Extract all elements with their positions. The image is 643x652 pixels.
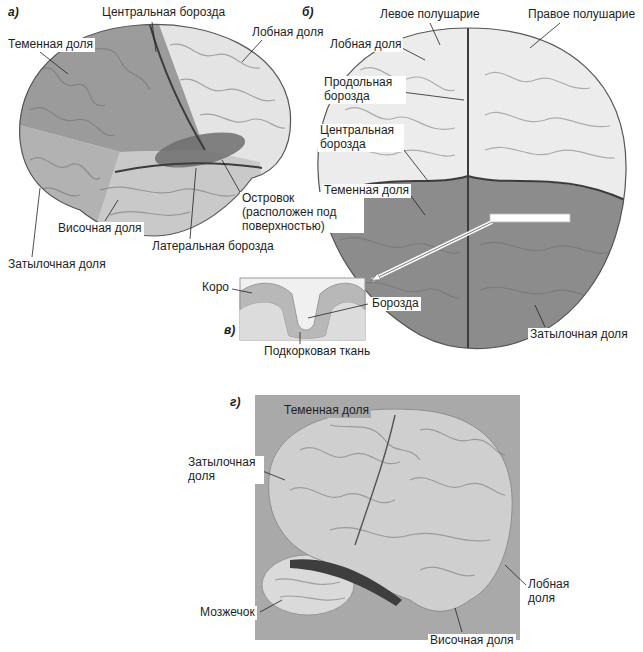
part-label: Продольная борозда (322, 76, 406, 104)
illustration-part (275, 579, 340, 584)
illustration-part (505, 565, 526, 585)
illustration-part (360, 282, 460, 298)
illustration-part (535, 305, 545, 327)
part-label: Латеральная борозда (150, 240, 276, 254)
leader-lines-c (232, 289, 368, 344)
illustration-part (30, 158, 100, 180)
illustration-part (232, 289, 252, 293)
illustration-part (280, 596, 345, 600)
illustration-part (290, 488, 395, 503)
photo-brain (262, 409, 512, 615)
illustration-part (485, 112, 610, 126)
illustration-part (190, 168, 196, 239)
part-label: Лобная доля (328, 38, 403, 52)
illustration-part (315, 176, 625, 200)
illustration-part (420, 567, 475, 576)
part-label: Височная доля (56, 222, 144, 236)
part-label: Лобная доля (526, 578, 582, 606)
illustration-part (467, 28, 469, 350)
illustration-part (180, 79, 275, 101)
part-label: Борозда (370, 297, 421, 311)
illustration-part (100, 187, 235, 196)
part-label: Центральная борозда (318, 124, 404, 152)
illustration-part (402, 48, 425, 60)
part-label: Центральная борозда (100, 6, 227, 20)
illustration-part (30, 44, 285, 215)
part-label: Лобная доля (250, 26, 325, 40)
part-label: Коро (200, 281, 231, 295)
panel-letter: а) (6, 6, 21, 20)
illustration-part (355, 415, 395, 545)
illustration-part (330, 528, 490, 541)
part-label: Височная доля (428, 634, 516, 648)
illustration-part (115, 163, 262, 172)
illustration-part (308, 304, 368, 318)
part-label: Теменная доля (322, 184, 411, 198)
illustration-part (372, 222, 492, 280)
illustration-part (152, 126, 248, 174)
panel-letter: в) (222, 324, 237, 338)
illustration-part (105, 200, 118, 221)
illustration-part (152, 22, 156, 52)
illustration-part (275, 425, 505, 600)
illustration-part (410, 478, 505, 495)
illustration-part (200, 114, 285, 128)
illustration-part (269, 409, 513, 611)
part-label: Теменная доля (282, 404, 371, 418)
part-label: Теменная доля (6, 38, 95, 52)
illustration-part (330, 425, 420, 460)
leader-lines-d (260, 470, 526, 632)
illustration-part (240, 303, 365, 341)
photo-ground (255, 395, 520, 640)
illustration-part (485, 72, 590, 88)
part-label: Подкорковая ткань (262, 345, 372, 359)
illustration-part (260, 600, 282, 612)
panel-letter: б) (300, 6, 315, 20)
part-label: Затылочная доля (186, 456, 264, 484)
part-label: Островок (расположен под поверхностью) (240, 192, 364, 233)
illustration-part (490, 214, 570, 222)
illustration-part (110, 212, 190, 216)
part-label: Затылочная доля (528, 328, 630, 342)
illustration-part (32, 188, 40, 257)
illustration-part (480, 242, 612, 253)
leader-lines-a (32, 22, 262, 257)
leader-lines-b (400, 23, 560, 327)
illustration-part (242, 40, 262, 62)
illustration-part (150, 25, 205, 150)
part-label: Затылочная доля (6, 258, 108, 272)
panel-letter: г) (228, 396, 242, 410)
illustration-part (420, 429, 505, 455)
illustration-part (530, 23, 560, 48)
part-label: Левое полушарие (378, 8, 482, 22)
illustration-part (30, 108, 115, 136)
illustration-part (40, 68, 105, 106)
illustration-part (485, 147, 615, 158)
illustration-part (430, 23, 440, 45)
illustration-part (300, 332, 301, 344)
illustration-part (222, 160, 240, 192)
illustration-part (372, 222, 492, 280)
part-label: Правое полушарие (526, 8, 637, 22)
illustration-part (400, 145, 428, 181)
part-label: Мозжечок (198, 606, 257, 620)
illustration-part (480, 287, 600, 297)
illustration-part (40, 52, 68, 74)
illustration-part (402, 92, 464, 100)
illustration-part (455, 608, 462, 632)
